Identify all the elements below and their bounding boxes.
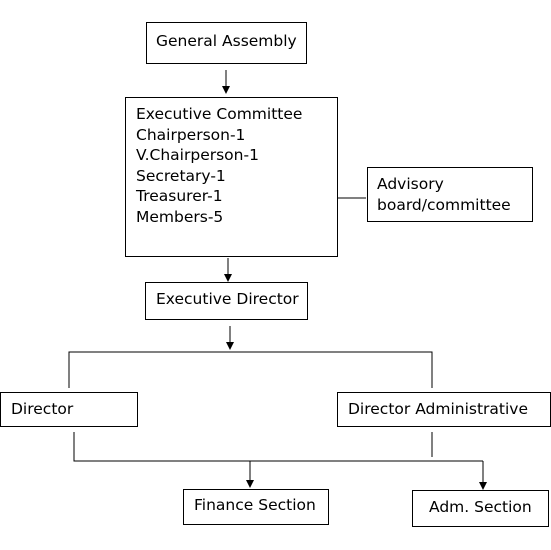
director-administrative-box: Director Administrative — [337, 392, 551, 427]
executive-director-label: Executive Director — [156, 290, 299, 308]
executive-committee-box: Executive Committee Chairperson-1 V.Chai… — [125, 97, 338, 257]
adm-section-box: Adm. Section — [412, 490, 549, 527]
executive-committee-title: Executive Committee — [136, 105, 303, 123]
general-assembly-label: General Assembly — [156, 32, 297, 50]
executive-committee-members: Members-5 — [136, 207, 224, 226]
finance-section-label: Finance Section — [194, 496, 316, 514]
adm-section-label: Adm. Section — [429, 498, 532, 516]
branch-connector-directors — [68, 351, 433, 388]
bottom-connector-sections — [73, 432, 483, 462]
director-box: Director — [0, 392, 138, 427]
advisory-board-box: Advisory board/committee — [367, 167, 533, 222]
advisory-board-line-2: board/committee — [377, 195, 511, 214]
executive-committee-vice-chairperson: V.Chairperson-1 — [136, 146, 259, 164]
executive-committee-treasurer: Treasurer-1 — [136, 187, 223, 205]
director-label: Director — [11, 400, 74, 418]
executive-committee-chairperson: Chairperson-1 — [136, 125, 246, 144]
director-administrative-label: Director Administrative — [348, 400, 529, 418]
executive-committee-secretary: Secretary-1 — [136, 166, 226, 185]
general-assembly-box: General Assembly — [146, 22, 307, 64]
finance-section-box: Finance Section — [183, 489, 329, 525]
advisory-board-line-1: Advisory — [377, 175, 444, 193]
executive-director-box: Executive Director — [145, 282, 308, 320]
